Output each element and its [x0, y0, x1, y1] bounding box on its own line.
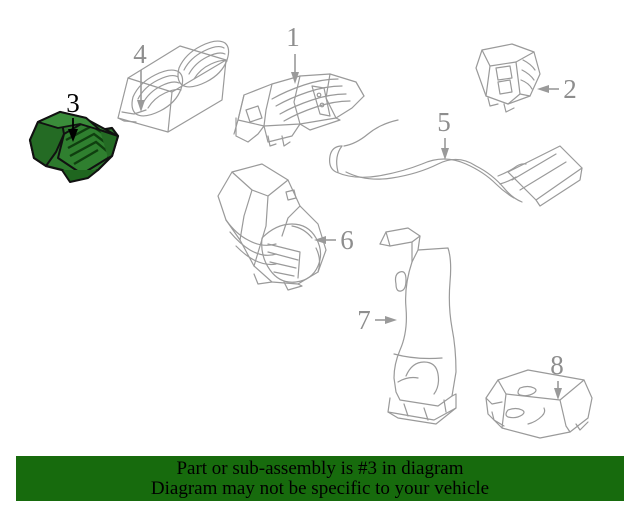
banner-line-1: Part or sub-assembly is #3 in diagram: [176, 457, 464, 479]
callout-4-number: 4: [133, 39, 147, 69]
callout-7: 7: [357, 305, 397, 335]
part-8-duct-cover-panel: [485, 369, 593, 439]
part-7-rear-floor-duct: [379, 227, 457, 425]
callout-4: 4: [133, 39, 147, 112]
callout-5: 5: [437, 107, 451, 160]
callout-8: 8: [550, 350, 564, 400]
callout-2: 2: [537, 74, 577, 104]
part-2-side-vent-right: [475, 43, 541, 113]
part-6-defroster-vent-duct: [217, 163, 327, 291]
part-3-side-vent-left-highlighted: [28, 110, 120, 183]
banner-line-2: Diagram may not be specific to your vehi…: [150, 477, 490, 499]
callout-2-number: 2: [563, 74, 577, 104]
part-1-center-dash-vent: [233, 73, 365, 147]
part-4-dual-louver-vent: [117, 40, 230, 133]
callout-7-number: 7: [357, 305, 371, 335]
callout-3-number: 3: [66, 88, 80, 118]
callout-6-number: 6: [340, 225, 354, 255]
callout-3: 3: [66, 88, 80, 142]
info-banner: Part or sub-assembly is #3 in diagram Di…: [16, 456, 624, 501]
callout-1-number: 1: [286, 22, 300, 52]
callout-5-number: 5: [437, 107, 451, 137]
part-5-flexible-air-duct-hose: [329, 119, 583, 207]
callout-8-number: 8: [550, 350, 564, 380]
callout-1: 1: [286, 22, 300, 84]
callout-6: 6: [314, 225, 354, 255]
